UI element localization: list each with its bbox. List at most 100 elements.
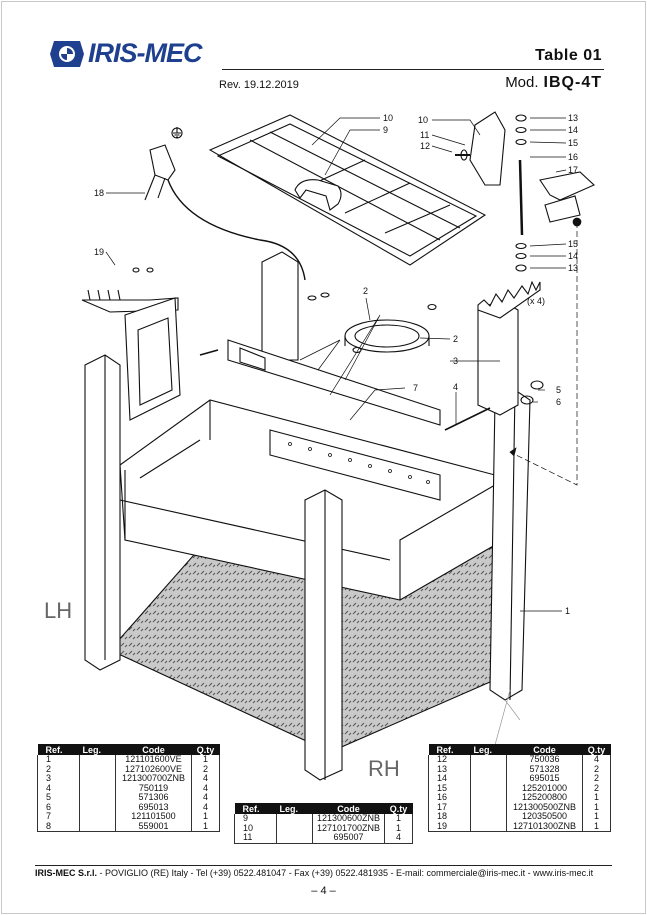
- model-code: IBQ-4T: [543, 74, 602, 91]
- callout-1: 1: [565, 606, 570, 616]
- leg-cell: [276, 814, 313, 824]
- ref-cell: 6: [37, 802, 80, 812]
- code-cell: 559001: [115, 821, 192, 832]
- callout-15b: 15: [568, 239, 578, 249]
- ref-cell: 18: [428, 811, 471, 822]
- callout-7: 7: [413, 383, 418, 393]
- leg-cell: [79, 812, 116, 822]
- callout-5: 5: [556, 385, 561, 395]
- leg-cell: [276, 833, 313, 844]
- leg-cell: [79, 764, 116, 774]
- qty-cell: 2: [582, 773, 611, 784]
- code-cell: 695007: [312, 832, 385, 844]
- callout-2b: 2: [453, 334, 458, 344]
- qty-cell: 4: [191, 773, 220, 784]
- ref-cell: 8: [37, 821, 80, 832]
- leg-cell: [470, 755, 507, 765]
- leg-cell: [470, 783, 507, 793]
- header-code: Code: [506, 744, 583, 755]
- callout-16: 16: [568, 152, 578, 162]
- callout-13a: 13: [568, 113, 578, 123]
- header-code: Code: [115, 744, 192, 755]
- page-number: – 4 –: [311, 885, 336, 897]
- model-label: Mod.IBQ-4T: [505, 74, 602, 92]
- qty-cell: 2: [582, 783, 611, 793]
- callout-19: 19: [94, 247, 104, 257]
- right-front-leg: [304, 489, 343, 781]
- callout-18: 18: [94, 188, 104, 198]
- leg-cell: [276, 823, 313, 833]
- callout-11: 11: [420, 130, 429, 140]
- ref-cell: 9: [234, 813, 277, 824]
- header-leg: Leg.: [276, 803, 313, 814]
- header-qty: Q.ty: [582, 744, 611, 755]
- leg-cell: [470, 793, 507, 803]
- leg-cell: [470, 812, 507, 822]
- leg-cell: [79, 755, 116, 765]
- qty-cell: 2: [582, 764, 611, 774]
- callout-12: 12: [420, 141, 430, 151]
- callout-14b: 14: [568, 251, 578, 261]
- revision-date: Rev. 19.12.2019: [219, 79, 299, 91]
- header-leg: Leg.: [79, 744, 116, 755]
- ref-cell: 15: [428, 783, 471, 793]
- ref-cell: 14: [428, 773, 471, 784]
- qty-cell: 2: [191, 764, 220, 774]
- ref-cell: 19: [428, 821, 471, 832]
- header-qty: Q.ty: [191, 744, 220, 755]
- left-front-leg: [84, 354, 121, 671]
- callout-6: 6: [556, 397, 561, 407]
- callout-4: 4: [453, 382, 458, 392]
- footer-contact: IRIS-MEC S.r.l. - POVIGLIO (RE) Italy - …: [35, 868, 593, 878]
- qty-cell: 4: [582, 754, 611, 765]
- left-rear-leg: [261, 251, 299, 361]
- qty-cell: 1: [582, 821, 611, 832]
- leg-cell: [79, 774, 116, 784]
- leg-cell: [470, 821, 507, 832]
- header-qty: Q.ty: [384, 803, 413, 814]
- ref-cell: 17: [428, 802, 471, 812]
- callout-15a: 15: [568, 138, 578, 148]
- callout-13b: 13: [568, 263, 578, 273]
- side-label-right: RH: [368, 756, 400, 781]
- footer-details: - POVIGLIO (RE) Italy - Tel (+39) 0522.4…: [97, 868, 594, 878]
- callout-8: 9: [383, 125, 388, 135]
- ref-cell: 3: [37, 773, 80, 784]
- qty-cell: 1: [191, 811, 220, 822]
- ref-cell: 11: [234, 832, 277, 844]
- qty-cell: 4: [191, 792, 220, 803]
- footer-divider: [35, 865, 612, 866]
- qty-cell: 4: [384, 832, 413, 844]
- leg-cell: [470, 764, 507, 774]
- qty-cell: 1: [191, 754, 220, 765]
- callout-17: 17: [568, 165, 578, 175]
- table-title: Table 01: [535, 47, 602, 64]
- leg-cell: [79, 802, 116, 812]
- header-leg: Leg.: [470, 744, 507, 755]
- qty-cell: 1: [582, 811, 611, 822]
- qty-cell: 1: [384, 813, 413, 824]
- footer-company: IRIS-MEC S.r.l.: [35, 868, 98, 878]
- callout-10: 10: [418, 115, 428, 125]
- ref-cell: 7: [37, 811, 80, 822]
- callout-3: 3: [453, 356, 458, 366]
- qty-cell: 4: [191, 802, 220, 812]
- ref-cell: 16: [428, 792, 471, 803]
